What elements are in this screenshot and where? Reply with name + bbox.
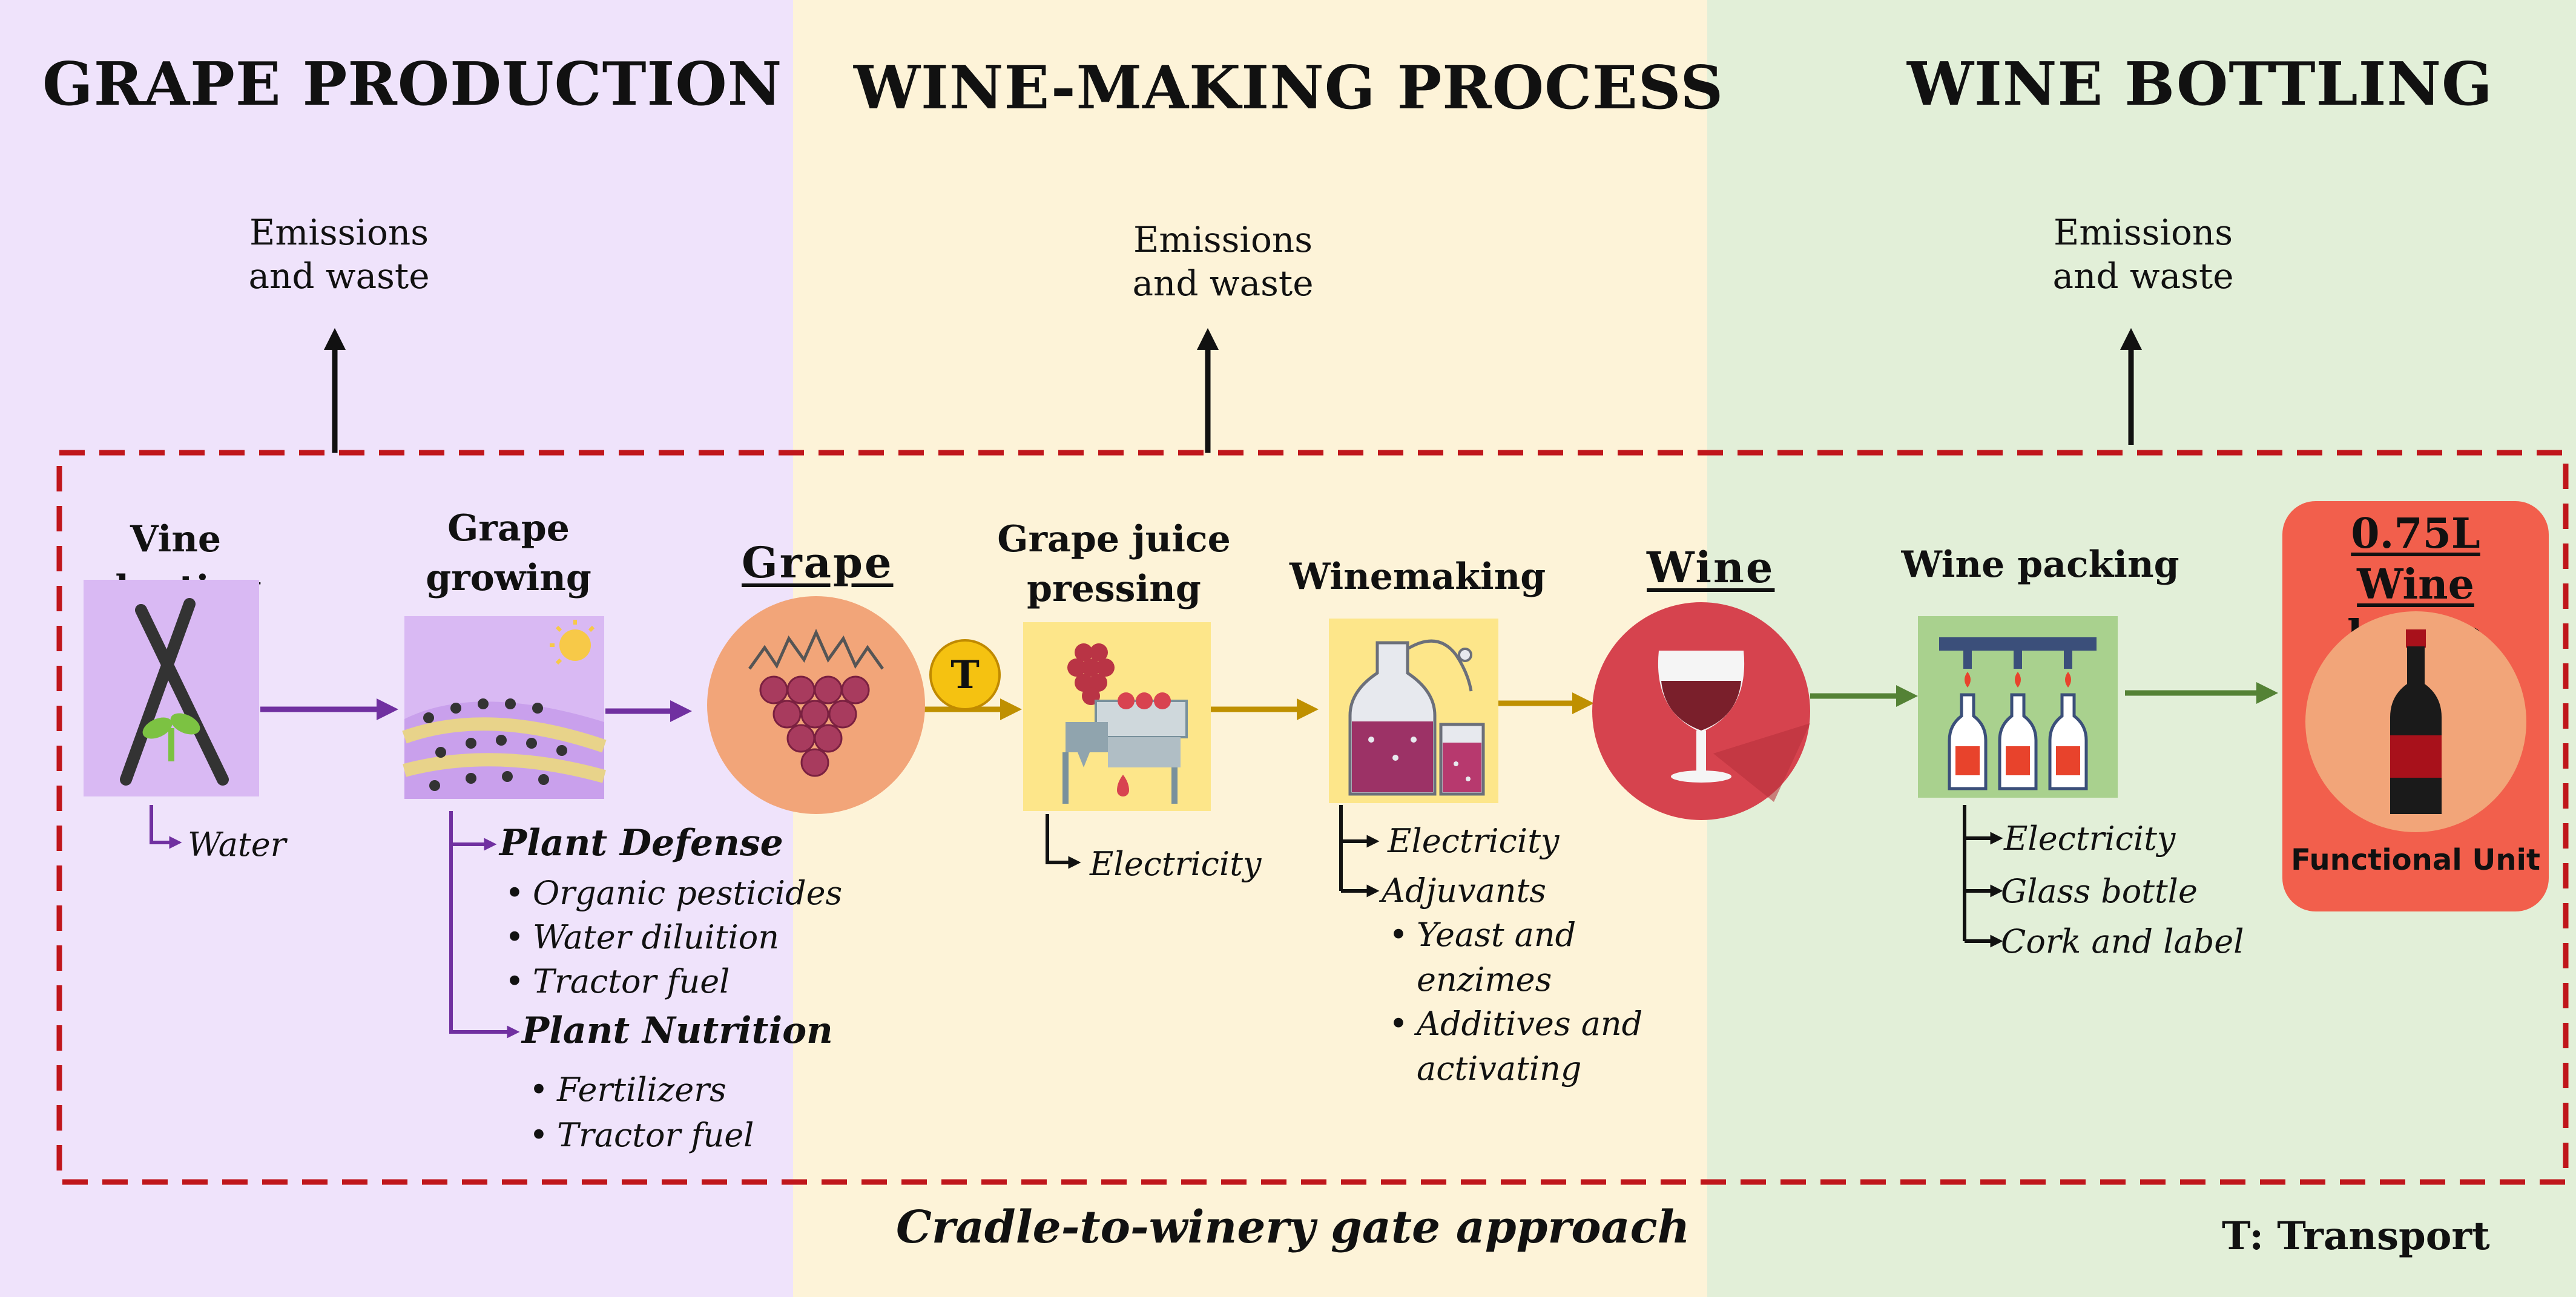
grape-growing-icon [402,616,607,799]
winemaking-icon [1329,619,1498,803]
wine-packing-icon [1918,616,2118,798]
vine-planting-icon [84,580,259,796]
input-connector-water [150,805,182,849]
input-packing-electricity: Electricity [2004,819,2176,858]
input-water: Water [188,826,286,864]
plant-defense-heading: Plant Defense [499,822,783,864]
plant-nutrition-item: Tractor fuel [529,1114,754,1157]
functional-unit-label: Functional Unit [2291,843,2540,877]
input-winemaking-electricity: Electricity [1388,822,1560,860]
plant-defense-item: Tractor fuel [505,960,730,1003]
transport-badge-label: T [950,652,980,698]
approach-label: Cradle-to-winery gate approach [896,1201,1690,1253]
label-winemaking: Winemaking [1290,556,1546,598]
wine-glass-icon [1592,602,1810,820]
input-packing-cork-label: Cork and label [2001,922,2244,960]
input-winemaking-adjuvants: Adjuvants [1382,872,1546,910]
plant-nutrition-item: Fertilizers [529,1068,726,1112]
transport-legend: T: Transport [2222,1213,2490,1259]
transport-badge: T [929,639,1001,711]
plant-nutrition-heading: Plant Nutrition [522,1010,833,1052]
section-title-grape-production: GRAPE PRODUCTION [42,50,783,119]
section-title-wine-making: WINE-MAKING PROCESS [854,53,1724,123]
grape-press-icon [1023,622,1211,811]
label-wine-packing: Wine packing [1901,543,2179,586]
label-grape: Grape [742,537,894,588]
input-packing-glass-bottle: Glass bottle [2001,872,2198,910]
plant-defense-item: Organic pesticides [505,872,842,915]
input-connector-pressing [1046,814,1081,869]
plant-defense-item: Water diluition [505,916,779,959]
system-boundary [56,450,2569,1185]
grape-icon [707,596,925,814]
label-wine: Wine [1647,542,1775,593]
functional-unit-box: 0.75L Wine bottle Functional Unit [2282,501,2549,911]
section-title-wine-bottling: WINE BOTTLING [1907,50,2493,119]
wine-bottle-icon [2305,611,2526,832]
input-pressing-electricity: Electricity [1090,845,1262,883]
